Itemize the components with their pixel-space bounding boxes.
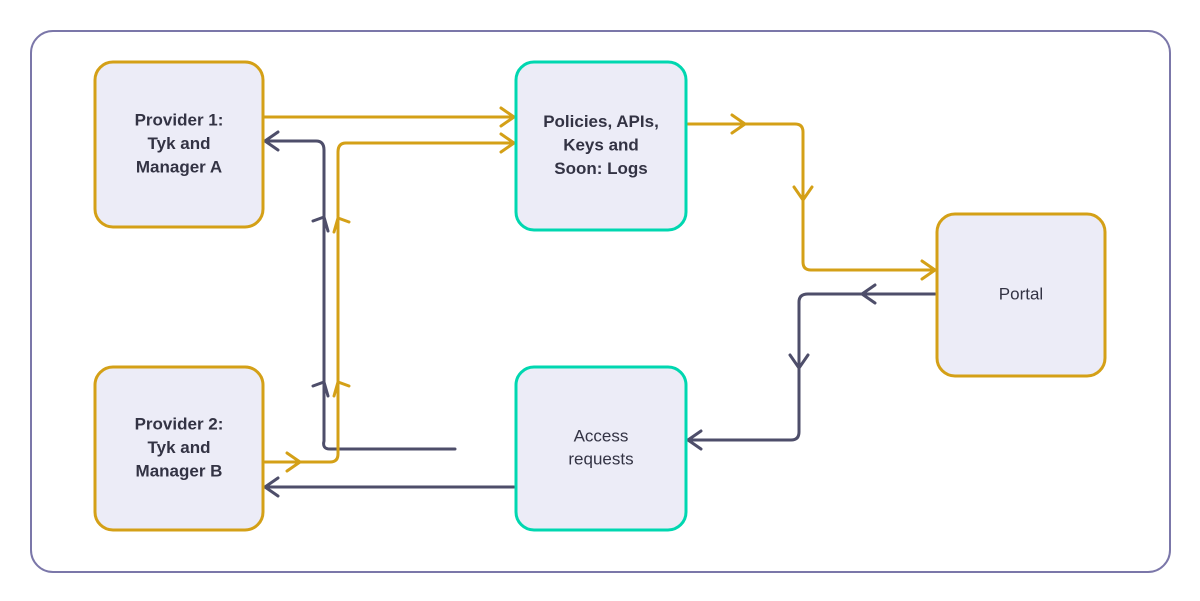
node-provider-1-label-line-0: Provider 1: bbox=[135, 111, 224, 130]
node-provider-1-label-line-1: Tyk and bbox=[148, 134, 211, 153]
edge-portal-to-access-arrow-0 bbox=[788, 353, 810, 370]
edge-policies-to-portal-line bbox=[686, 122, 937, 272]
edge-provider2-to-policies-arrow-0 bbox=[332, 216, 351, 234]
edge-provider2-to-policies-arrowhead bbox=[499, 132, 516, 154]
edge-provider2-to-policies-arrow-mid bbox=[285, 451, 302, 473]
node-provider-2-box[interactable] bbox=[93, 365, 265, 532]
node-provider-2-label-line-1: Tyk and bbox=[148, 438, 211, 457]
node-provider-2-label-line-2: Manager B bbox=[136, 461, 223, 480]
edge-policies-to-provider1-line bbox=[263, 139, 457, 451]
edge-provider2-to-policies-arrow-1 bbox=[332, 380, 351, 398]
node-policies-apis-keys-logs-label-line-2: Soon: Logs bbox=[554, 159, 647, 178]
edge-portal-to-access bbox=[686, 283, 937, 451]
edge-policies-to-portal-arrowhead bbox=[920, 259, 937, 281]
edge-policies-to-portal-arrow-1 bbox=[730, 113, 747, 135]
outer-frame bbox=[30, 30, 1171, 573]
node-policies-apis-keys-logs-label-line-0: Policies, APIs, bbox=[543, 112, 659, 131]
node-access-requests[interactable]: Access requests bbox=[514, 365, 688, 532]
node-access-requests-label-line-1: requests bbox=[568, 450, 633, 469]
node-provider-1-label-line-2: Manager A bbox=[136, 157, 222, 176]
edge-provider2-to-policies-line bbox=[263, 141, 516, 464]
edge-access-to-provider2-arrowhead bbox=[263, 476, 280, 498]
edge-policies-to-portal bbox=[686, 113, 937, 281]
edge-provider2-to-policies bbox=[263, 132, 516, 473]
edge-provider1-to-policies-arrowhead bbox=[499, 106, 516, 128]
node-policies-apis-keys-logs-label-line-1: Keys and bbox=[563, 135, 639, 154]
edge-portal-to-access-arrowhead bbox=[686, 429, 703, 451]
node-portal[interactable]: Portal bbox=[935, 212, 1107, 378]
edge-provider1-to-policies bbox=[261, 106, 516, 128]
edge-policies-to-provider1-arrow-0 bbox=[311, 215, 330, 233]
edge-portal-to-access-line bbox=[686, 292, 937, 442]
node-provider-2-label-line-0: Provider 2: bbox=[135, 415, 224, 434]
node-portal-label-line-0: Portal bbox=[999, 284, 1043, 303]
node-provider-1-box[interactable] bbox=[93, 60, 265, 229]
edge-layer bbox=[261, 106, 937, 498]
edge-policies-to-provider1 bbox=[263, 130, 457, 451]
node-policies-apis-keys-logs-box[interactable] bbox=[514, 60, 688, 232]
edge-policies-to-provider1-arrowhead bbox=[263, 130, 280, 152]
edge-policies-to-provider1-arrow-1 bbox=[311, 380, 330, 398]
edge-policies-to-portal-arrow-0 bbox=[792, 185, 814, 202]
frame-layer bbox=[30, 30, 1171, 573]
edge-portal-to-access-arrow-1 bbox=[860, 283, 877, 305]
node-access-requests-box[interactable] bbox=[514, 365, 688, 532]
edge-access-to-provider2 bbox=[263, 476, 516, 498]
node-portal-box[interactable] bbox=[935, 212, 1107, 378]
node-access-requests-label-line-0: Access bbox=[574, 426, 629, 445]
